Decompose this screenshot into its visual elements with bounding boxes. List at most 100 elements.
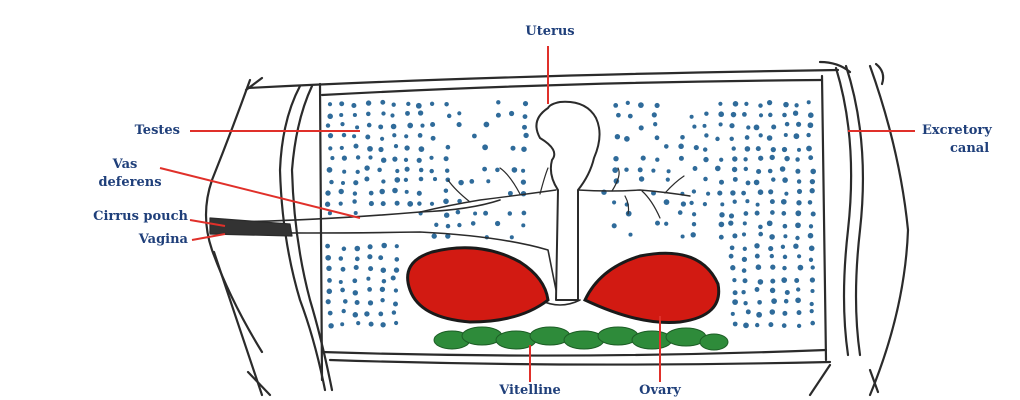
testis-follicle-dot bbox=[615, 134, 620, 139]
testis-follicle-dot bbox=[382, 279, 387, 284]
testis-follicle-dot bbox=[757, 300, 762, 305]
vitelline-gland bbox=[434, 327, 728, 350]
testis-follicle-dot bbox=[404, 145, 409, 150]
testis-follicle-dot bbox=[341, 181, 345, 185]
testis-follicle-dot bbox=[703, 202, 707, 206]
testis-follicle-dot bbox=[744, 211, 749, 216]
testis-follicle-dot bbox=[342, 170, 346, 174]
testis-follicle-dot bbox=[456, 210, 461, 215]
label-excretory-line2: canal bbox=[950, 142, 989, 156]
testis-follicle-dot bbox=[795, 157, 799, 161]
testis-follicle-dot bbox=[655, 221, 660, 226]
testis-follicle-dot bbox=[730, 265, 735, 270]
testis-follicle-dot bbox=[380, 287, 385, 292]
testis-follicle-dot bbox=[404, 158, 408, 162]
testis-follicle-dot bbox=[418, 110, 423, 115]
testis-follicle-dot bbox=[616, 113, 621, 118]
testis-follicle-dot bbox=[353, 113, 357, 117]
testis-follicle-dot bbox=[340, 146, 344, 150]
ovary bbox=[408, 248, 719, 323]
testis-follicle-dot bbox=[381, 243, 387, 249]
testis-follicle-dot bbox=[718, 102, 722, 106]
testis-follicle-dot bbox=[785, 122, 790, 127]
testis-follicle-dot bbox=[768, 246, 773, 251]
testis-follicle-dot bbox=[340, 122, 344, 126]
testis-follicle-dot bbox=[473, 212, 477, 216]
testis-follicle-dot bbox=[771, 177, 775, 181]
testis-follicle-dot bbox=[807, 100, 811, 104]
label-vagina: Vagina bbox=[60, 233, 188, 247]
testis-follicle-dot bbox=[380, 298, 384, 302]
testis-follicle-dot bbox=[355, 246, 361, 252]
testis-follicle-dot bbox=[390, 113, 394, 117]
testis-follicle-dot bbox=[482, 167, 487, 172]
testis-follicle-dot bbox=[664, 144, 669, 149]
testis-follicle-dot bbox=[715, 166, 721, 172]
testis-follicle-dot bbox=[471, 221, 476, 226]
testis-follicle-dot bbox=[417, 201, 421, 205]
testis-follicle-dot bbox=[652, 112, 657, 117]
testis-follicle-dot bbox=[732, 233, 737, 238]
label-cirrus-pouch: Cirrus pouch bbox=[0, 210, 188, 224]
testis-follicle-dot bbox=[741, 290, 745, 294]
testis-follicle-dot bbox=[755, 254, 760, 259]
testis-follicle-dot bbox=[743, 278, 748, 283]
testis-follicle-dot bbox=[342, 247, 347, 252]
testis-follicle-dot bbox=[651, 169, 655, 173]
testis-follicle-dot bbox=[784, 156, 789, 161]
testis-follicle-dot bbox=[729, 213, 734, 218]
testis-follicle-dot bbox=[703, 157, 708, 162]
testis-follicle-dot bbox=[339, 101, 344, 106]
testis-follicle-dot bbox=[325, 244, 330, 249]
testis-follicle-dot bbox=[612, 167, 618, 173]
testis-follicle-dot bbox=[703, 177, 708, 182]
testis-follicle-dot bbox=[691, 232, 696, 237]
testis-follicle-dot bbox=[731, 112, 737, 118]
testis-follicle-dot bbox=[810, 309, 814, 313]
testis-follicle-dot bbox=[768, 169, 773, 174]
testis-follicle-dot bbox=[796, 200, 801, 205]
testis-follicle-dot bbox=[743, 323, 749, 329]
testis-follicle-dot bbox=[639, 125, 644, 130]
testis-follicle-dot bbox=[808, 233, 814, 239]
testis-follicle-dot bbox=[811, 211, 816, 216]
testis-follicle-dot bbox=[782, 323, 787, 328]
testis-follicle-dot bbox=[795, 222, 801, 228]
testis-follicle-dot bbox=[353, 290, 358, 295]
testis-follicle-dot bbox=[328, 323, 333, 328]
testis-follicle-dot bbox=[364, 311, 369, 316]
testis-follicle-dot bbox=[343, 299, 348, 304]
testis-follicle-dot bbox=[655, 135, 660, 140]
testis-follicle-dot bbox=[444, 188, 449, 193]
testis-follicle-dot bbox=[808, 122, 814, 128]
testis-follicle-dot bbox=[405, 167, 410, 172]
testis-follicle-dot bbox=[457, 122, 462, 127]
testis-follicle-dot bbox=[731, 312, 735, 316]
testis-follicle-dot bbox=[342, 133, 346, 137]
testis-follicle-dot bbox=[754, 243, 759, 248]
label-ovary: Ovary bbox=[610, 384, 710, 398]
testis-follicle-dot bbox=[754, 125, 760, 131]
ovary-left-lobe bbox=[408, 248, 548, 322]
testis-follicle-dot bbox=[770, 288, 775, 293]
testis-follicle-dot bbox=[808, 200, 813, 205]
testis-follicle-dot bbox=[326, 266, 331, 271]
testis-follicle-dot bbox=[692, 125, 696, 129]
testis-follicle-dot bbox=[626, 101, 630, 105]
testis-follicle-dot bbox=[407, 201, 413, 207]
testis-follicle-dot bbox=[391, 124, 397, 130]
testis-follicle-dot bbox=[689, 201, 693, 205]
label-uterus: Uterus bbox=[505, 25, 595, 39]
testis-follicle-dot bbox=[483, 211, 488, 216]
testis-follicle-dot bbox=[446, 145, 451, 150]
testis-follicle-dot bbox=[771, 147, 776, 152]
testis-follicle-dot bbox=[510, 235, 514, 239]
testis-follicle-dot bbox=[729, 137, 733, 141]
testis-follicle-dot bbox=[355, 125, 359, 129]
testis-follicle-dot bbox=[638, 102, 644, 108]
testis-follicle-dot bbox=[715, 137, 719, 141]
proglottid-outline bbox=[206, 62, 908, 395]
testis-follicle-dot bbox=[457, 111, 461, 115]
testis-follicle-dot bbox=[392, 156, 397, 161]
testis-follicle-dot bbox=[730, 245, 735, 250]
